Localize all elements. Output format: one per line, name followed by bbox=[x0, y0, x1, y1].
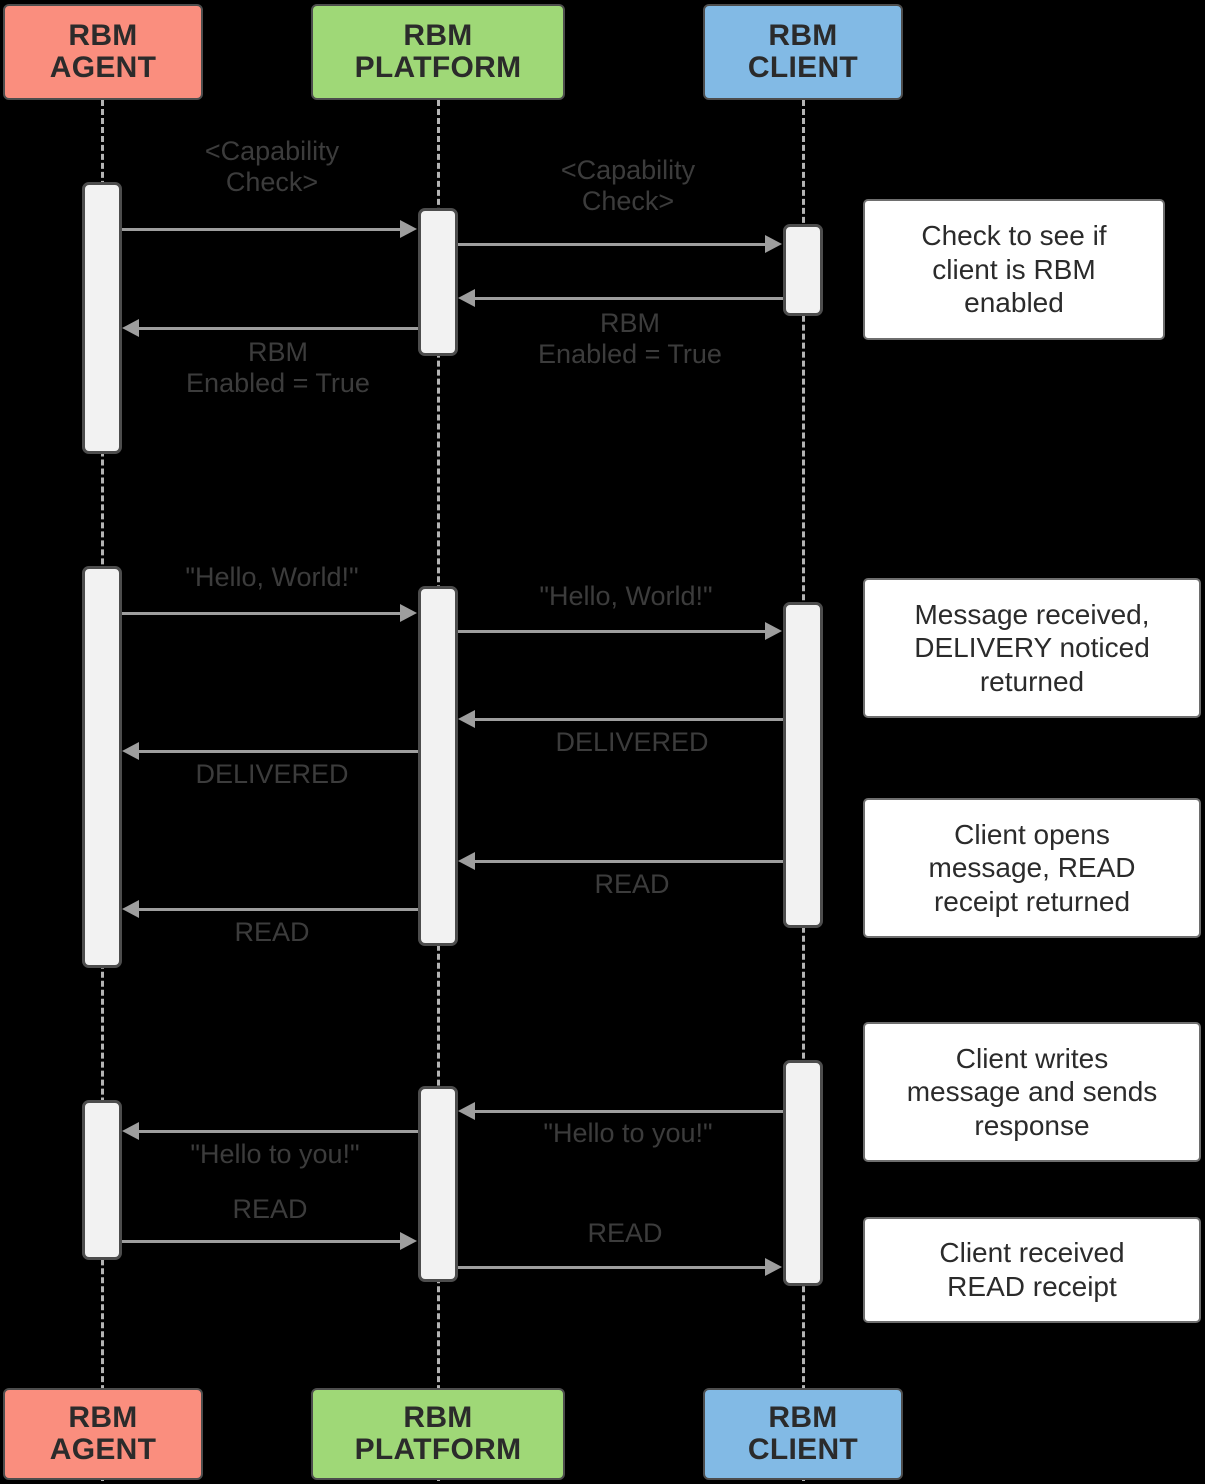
message-arrowhead-m12 bbox=[122, 1122, 139, 1140]
message-line-m10 bbox=[139, 908, 418, 911]
participant-header-agent-line2: AGENT bbox=[49, 51, 157, 84]
participant-header-platform-line2: PLATFORM bbox=[354, 51, 522, 84]
message-arrowhead-m8 bbox=[122, 742, 139, 760]
message-label-m11: "Hello to you!" bbox=[543, 1118, 713, 1148]
message-label-m3: RBM Enabled = True bbox=[538, 308, 722, 369]
message-line-m7 bbox=[475, 718, 783, 721]
note-message-received-delivery: Message received, DELIVERY noticed retur… bbox=[863, 578, 1201, 718]
activation-agent-3 bbox=[82, 1100, 122, 1260]
message-line-m13 bbox=[122, 1240, 400, 1243]
participant-header-agent-line1: RBM bbox=[68, 18, 138, 52]
participant-footer-platform-line1: RBM bbox=[403, 1400, 473, 1434]
message-line-m11 bbox=[475, 1110, 783, 1113]
message-label-m1: <Capability Check> bbox=[204, 136, 340, 197]
message-arrowhead-m14 bbox=[765, 1258, 782, 1276]
message-arrowhead-m11 bbox=[458, 1102, 475, 1120]
message-arrowhead-m1 bbox=[400, 220, 417, 238]
message-label-m10: READ bbox=[234, 917, 310, 947]
activation-platform-3 bbox=[418, 1086, 458, 1282]
activation-agent-2 bbox=[82, 566, 122, 968]
message-label-m9: READ bbox=[594, 869, 670, 899]
message-arrowhead-m5 bbox=[400, 604, 417, 622]
participant-footer-agent[interactable]: RBM AGENT bbox=[3, 1388, 203, 1480]
message-line-m9 bbox=[475, 860, 783, 863]
message-arrowhead-m13 bbox=[400, 1232, 417, 1250]
message-line-m5 bbox=[122, 612, 400, 615]
activation-agent-1 bbox=[82, 182, 122, 454]
note-client-opens-message-read: Client opens message, READ receipt retur… bbox=[863, 798, 1201, 938]
participant-footer-client-line2: CLIENT bbox=[747, 1433, 859, 1466]
message-arrowhead-m7 bbox=[458, 710, 475, 728]
activation-platform-1 bbox=[418, 208, 458, 356]
message-label-m4: RBM Enabled = True bbox=[186, 337, 370, 398]
message-label-m7: DELIVERED bbox=[555, 727, 709, 757]
participant-footer-client[interactable]: RBM CLIENT bbox=[703, 1388, 903, 1480]
message-line-m8 bbox=[139, 750, 418, 753]
message-line-m6 bbox=[458, 630, 765, 633]
activation-client-3 bbox=[783, 1060, 823, 1286]
participant-header-client[interactable]: RBM CLIENT bbox=[703, 4, 903, 100]
message-label-m2: <Capability Check> bbox=[560, 155, 696, 216]
participant-header-agent[interactable]: RBM AGENT bbox=[3, 4, 203, 100]
message-line-m3 bbox=[475, 297, 783, 300]
participant-footer-platform-line2: PLATFORM bbox=[354, 1433, 522, 1466]
participant-header-platform-line1: RBM bbox=[403, 18, 473, 52]
note-client-received-read-receipt: Client received READ receipt bbox=[863, 1217, 1201, 1323]
message-label-m8: DELIVERED bbox=[195, 759, 349, 789]
message-label-m6: "Hello, World!" bbox=[539, 581, 713, 611]
participant-footer-agent-line1: RBM bbox=[68, 1400, 138, 1434]
message-arrowhead-m2 bbox=[765, 235, 782, 253]
participant-footer-agent-line2: AGENT bbox=[49, 1433, 157, 1466]
participant-header-platform[interactable]: RBM PLATFORM bbox=[311, 4, 565, 100]
activation-client-2 bbox=[783, 602, 823, 928]
message-line-m2 bbox=[458, 243, 765, 246]
participant-header-client-line1: RBM bbox=[768, 18, 838, 52]
message-line-m4 bbox=[139, 327, 418, 330]
message-line-m12 bbox=[139, 1130, 418, 1133]
message-arrowhead-m4 bbox=[122, 319, 139, 337]
message-label-m13: READ bbox=[232, 1194, 308, 1224]
participant-header-client-line2: CLIENT bbox=[747, 51, 859, 84]
message-label-m12: "Hello to you!" bbox=[190, 1139, 360, 1169]
message-label-m14: READ bbox=[587, 1218, 663, 1248]
activation-client-1 bbox=[783, 224, 823, 316]
message-arrowhead-m10 bbox=[122, 900, 139, 918]
participant-footer-client-line1: RBM bbox=[768, 1400, 838, 1434]
message-line-m14 bbox=[458, 1266, 765, 1269]
message-arrowhead-m9 bbox=[458, 852, 475, 870]
note-check-rbm-enabled: Check to see if client is RBM enabled bbox=[863, 199, 1165, 340]
participant-footer-platform[interactable]: RBM PLATFORM bbox=[311, 1388, 565, 1480]
message-arrowhead-m3 bbox=[458, 289, 475, 307]
note-client-writes-message: Client writes message and sends response bbox=[863, 1022, 1201, 1162]
activation-platform-2 bbox=[418, 586, 458, 946]
message-label-m5: "Hello, World!" bbox=[185, 562, 359, 592]
message-arrowhead-m6 bbox=[765, 622, 782, 640]
message-line-m1 bbox=[122, 228, 400, 231]
